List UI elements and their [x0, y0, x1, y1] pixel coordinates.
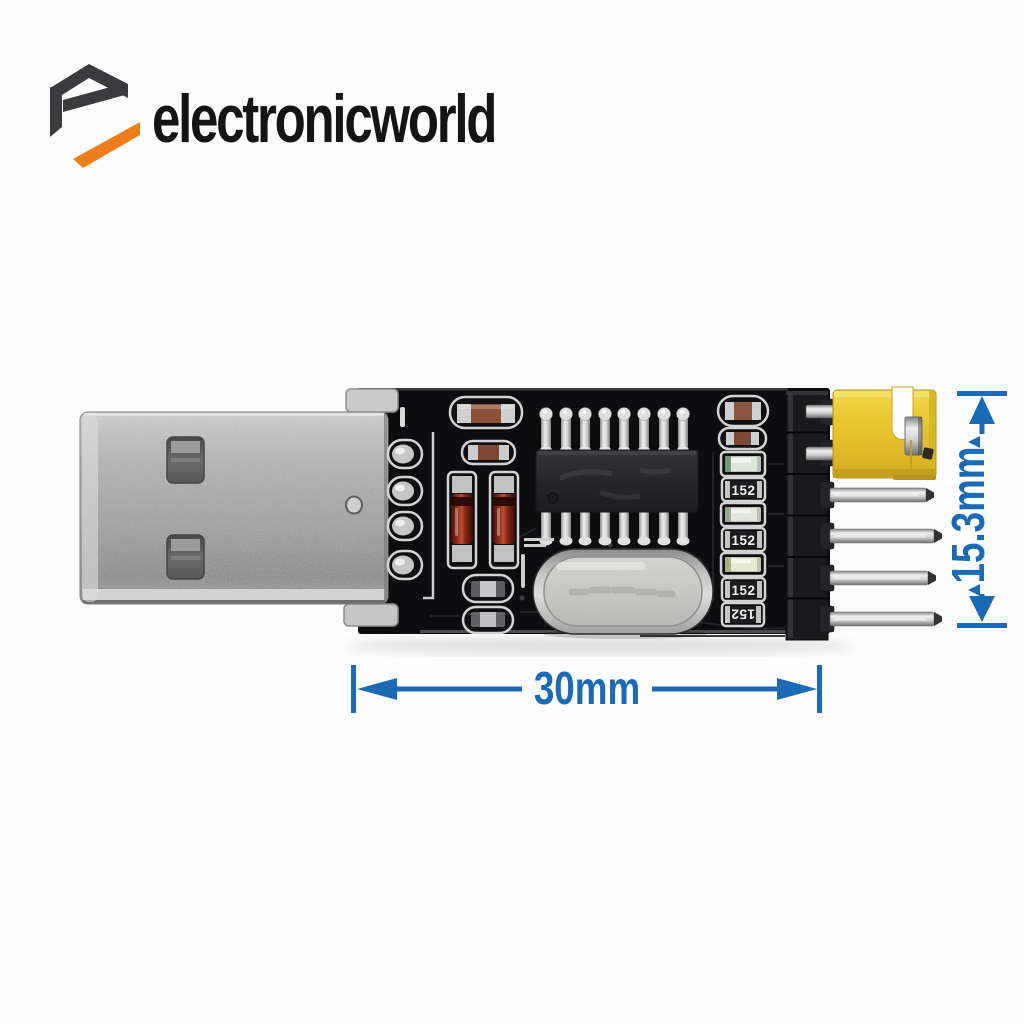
height-dimension-label: 15.3mm — [942, 446, 994, 583]
dimension-cap-left — [351, 665, 356, 713]
via-dot — [519, 595, 525, 601]
resistor-label: 152 — [731, 607, 755, 622]
crystal-oscillator — [521, 538, 714, 639]
ic-pins-bottom — [539, 510, 690, 546]
brand-logo: electronicworld — [0, 0, 620, 200]
capacitor-c1 — [448, 395, 524, 430]
dimension-cap-top — [957, 391, 1007, 396]
ic-chip — [535, 407, 699, 546]
usb-solder-pad — [386, 475, 424, 507]
shell-bottom-edge — [83, 600, 385, 604]
shell-right-edge — [384, 414, 387, 602]
led — [719, 450, 767, 478]
logo-stroke-orange — [73, 122, 140, 168]
diode-d1 — [446, 470, 478, 570]
ic-pin1-dimple — [547, 492, 559, 504]
ic-body — [535, 449, 699, 513]
resistor: 152 — [720, 601, 766, 628]
capacitor — [716, 394, 770, 428]
arrowhead-left-icon — [357, 678, 397, 700]
usb-solder-pad — [386, 438, 424, 470]
crystal-etched-marking — [568, 586, 676, 598]
brand-logo-text: electronicworld — [152, 81, 497, 157]
diode-d2 — [488, 470, 520, 570]
arrowhead-up-icon — [969, 396, 995, 424]
shell-solder-tab-bottom — [343, 603, 399, 627]
board-shadow — [345, 637, 855, 655]
resistor: 152 — [720, 576, 767, 603]
resistor: 152 — [720, 526, 767, 553]
usb-slot-top — [166, 436, 205, 484]
resistor-label: 152 — [731, 533, 755, 548]
resistor-label: 152 — [731, 483, 755, 498]
logo-chevron-top — [50, 64, 128, 98]
header-pin — [829, 611, 942, 627]
silkscreen-tick — [521, 554, 525, 588]
dimension-cap-bottom — [957, 623, 1007, 628]
width-dimension-annotation: 30mm — [351, 662, 822, 714]
usb-serial-module-photo: 152 152 — [79, 386, 1007, 714]
usb-slot-bottom — [166, 534, 205, 580]
silkscreen-dash — [400, 407, 405, 427]
capacitor-c2 — [460, 439, 517, 466]
silkscreen-tick — [524, 538, 554, 541]
shell-top-highlight — [84, 413, 384, 416]
capacitor — [717, 426, 768, 451]
logo-bar-middle — [63, 83, 125, 112]
ic-faint-marking — [559, 467, 671, 500]
shell-solder-tab-top — [345, 388, 399, 413]
led — [719, 551, 767, 578]
usb-solder-pad — [386, 549, 424, 581]
resistor: 152 — [720, 476, 767, 503]
shell-front-face — [82, 414, 98, 602]
header-pin — [829, 570, 936, 586]
usb-solder-pad — [386, 510, 424, 542]
tick-mark — [968, 584, 980, 596]
height-dimension-annotation: 15.3mm — [942, 391, 1007, 628]
jumper-pin-tip — [922, 447, 934, 460]
dimension-cap-right — [817, 665, 822, 713]
arrowhead-down-icon — [969, 596, 995, 622]
jumper-cap — [832, 386, 937, 480]
pcb-top-edge — [358, 388, 788, 391]
silkscreen-line — [423, 432, 435, 600]
header-pin — [829, 487, 934, 503]
arrowhead-right-icon — [777, 678, 817, 700]
usb-plug — [79, 388, 399, 605]
smd-column: 152 152 — [716, 394, 770, 628]
led — [719, 501, 767, 528]
usb-retention-hole — [345, 495, 363, 515]
pin-header — [785, 390, 942, 641]
usb-solder-pads — [386, 438, 424, 581]
pcb-components: 152 152 — [386, 394, 770, 639]
capacitor-g2 — [461, 605, 515, 635]
brand-logo-icon — [50, 64, 140, 168]
width-dimension-label: 30mm — [534, 662, 640, 714]
shell-bottom-bevel — [83, 589, 385, 600]
tick-mark — [968, 436, 980, 448]
logo-stroke-left — [50, 87, 62, 137]
silkscreen-tick — [524, 544, 546, 547]
capacitor-g1 — [461, 573, 515, 604]
header-pin — [829, 528, 942, 544]
resistor-label: 152 — [731, 583, 755, 598]
shell-texture — [80, 412, 388, 590]
